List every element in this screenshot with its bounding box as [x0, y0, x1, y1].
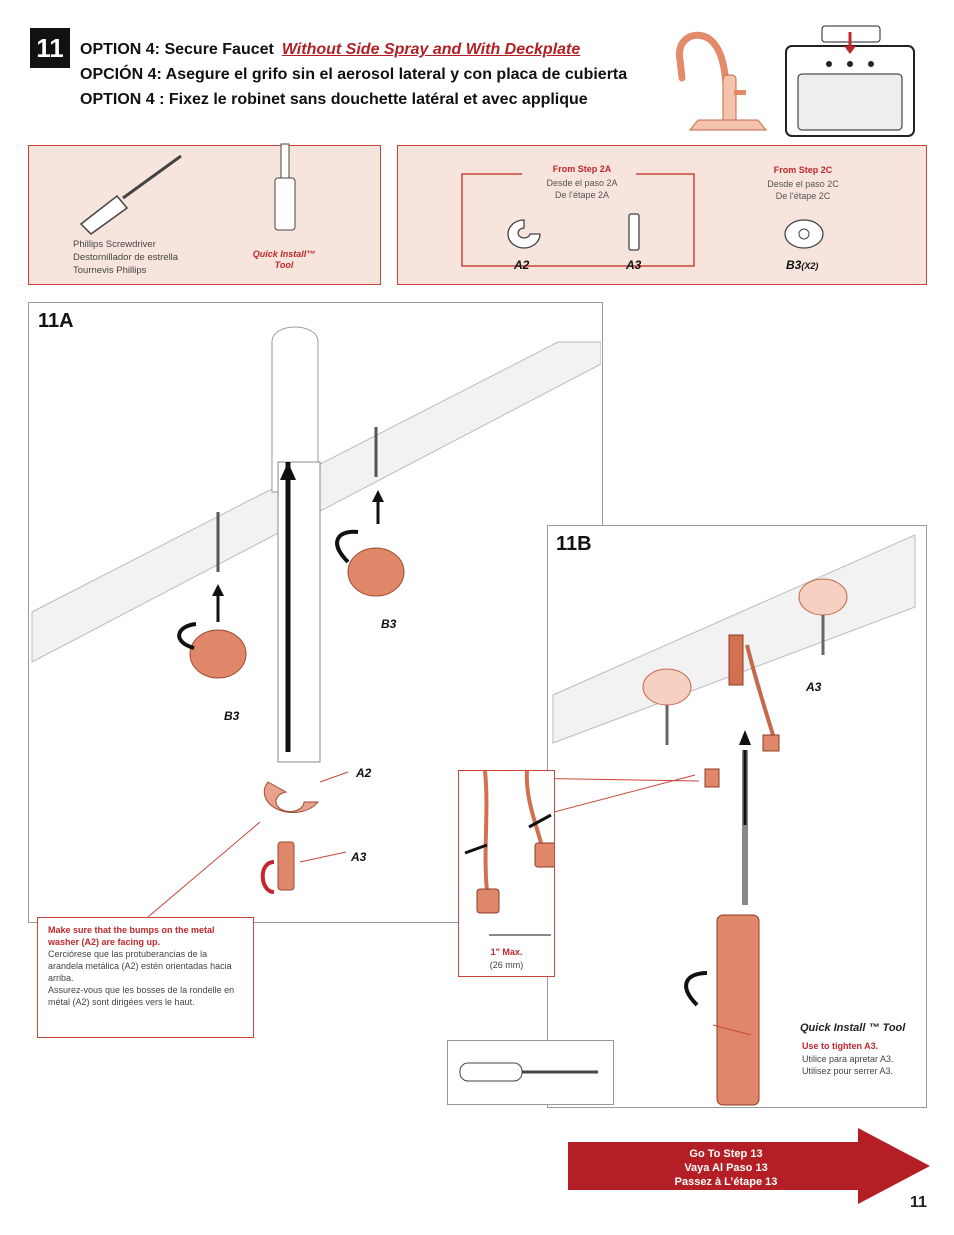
washer-note-fr: Assurez-vous que les bosses de la rondel…	[48, 985, 235, 1007]
title-english-emphasis: Without Side Spray and With Deckplate	[281, 41, 581, 58]
quick-install-tool-label: Quick Install ™ Tool	[800, 1022, 906, 1034]
parts-panel: From Step 2A Desde el paso 2A De l’étape…	[397, 145, 927, 285]
step-11b-illustration	[547, 534, 916, 1106]
tool-usage-fr: Utilisez pour serrer A3.	[802, 1066, 894, 1076]
tool-usage-heading: Use to tighten A3.	[802, 1041, 879, 1051]
parts-a2-label: A2	[514, 258, 530, 272]
a3-nut-icon	[628, 213, 640, 251]
max-gap-mm: (26 mm)	[489, 960, 524, 970]
parts-b3-label: B3(X2)	[786, 258, 818, 272]
step-11a-illustration	[31, 326, 601, 918]
quick-install-tool-icon	[274, 143, 296, 231]
hose-spacing-drawing	[464, 771, 554, 936]
go-to-step-arrow	[568, 1128, 930, 1204]
step-number-badge: 11	[30, 28, 70, 68]
quick-install-tool-word: Tool	[274, 260, 294, 270]
go-to-step-en: Go To Step 13	[689, 1148, 763, 1160]
step-11a-a2-label: A2	[356, 766, 372, 780]
max-gap-label: 1" Max.	[490, 947, 523, 957]
title-french: OPTION 4 : Fixez le robinet sans douchet…	[80, 91, 588, 108]
hose-spacing-detail: 1" Max. (26 mm)	[458, 770, 555, 977]
title-spanish: OPCIÓN 4: Asegure el grifo sin el aeroso…	[80, 66, 628, 83]
from-step-2c-heading: From Step 2C	[773, 165, 833, 175]
step-11a-a3-label: A3	[351, 850, 367, 864]
sink-diagram-icon	[785, 25, 915, 137]
quick-install-label: Quick Install™	[252, 249, 316, 259]
washer-note-es: Cerciórese que las protuberancias de la …	[48, 949, 232, 983]
step-11a-b3-left-label: B3	[224, 709, 240, 723]
washer-note-heading: Make sure that the bumps on the metal wa…	[48, 925, 215, 947]
phillips-screwdriver-icon	[79, 154, 182, 235]
go-to-step-fr: Passez à L’étape 13	[674, 1176, 778, 1188]
tools-panel: Phillips Screwdriver Destornillador de e…	[28, 143, 381, 285]
tool-usage-es: Utilice para apretar A3.	[802, 1054, 894, 1064]
from-step-2c-es: Desde el paso 2C	[767, 179, 839, 189]
washer-orientation-note: Make sure that the bumps on the metal wa…	[37, 917, 254, 1038]
from-step-2c-fr: De l’étape 2C	[775, 191, 831, 201]
quick-install-tool-caption: Quick Install™ Tool	[241, 249, 327, 271]
step-11a-b3-right-label: B3	[381, 617, 397, 631]
faucet-with-deckplate-illustration	[675, 31, 768, 131]
from-step-2a-es: Desde el paso 2A	[546, 178, 618, 188]
parts-a3-label: A3	[626, 258, 642, 272]
title-english-prefix: OPTION 4: Secure Faucet	[80, 41, 274, 58]
parts-b3-name: B3	[786, 258, 802, 272]
title-english: OPTION 4: Secure Faucet Without Side Spra…	[80, 41, 580, 59]
from-step-2a-heading: From Step 2A	[552, 164, 612, 174]
screwdriver-inset	[447, 1040, 614, 1105]
step-11a-label: 11A	[38, 310, 74, 332]
screwdriver-label-es: Destornillador de estrella	[73, 252, 179, 263]
screwdriver-caption: Phillips Screwdriver Destornillador de e…	[73, 238, 178, 277]
parts-b3-quantity: (X2)	[801, 261, 819, 271]
screwdriver-label-fr: Tournevis Phillips	[73, 265, 147, 276]
b3-bracket-nut-icon	[784, 219, 824, 249]
page-number: 11	[910, 1194, 927, 1211]
screwdriver-horizontal-icon	[459, 1062, 598, 1082]
from-step-2a-fr: De l’étape 2A	[554, 190, 610, 200]
go-to-step-text: Go To Step 13 Vaya Al Paso 13 Passez à L…	[568, 1147, 884, 1189]
step-11b-label: 11B	[556, 533, 592, 555]
screwdriver-label-en: Phillips Screwdriver	[73, 239, 156, 250]
go-to-step-es: Vaya Al Paso 13	[684, 1162, 768, 1174]
a2-washer-icon	[507, 219, 541, 249]
step-11b-a3-label: A3	[806, 680, 822, 694]
from-step-2a-bracket	[461, 173, 695, 267]
